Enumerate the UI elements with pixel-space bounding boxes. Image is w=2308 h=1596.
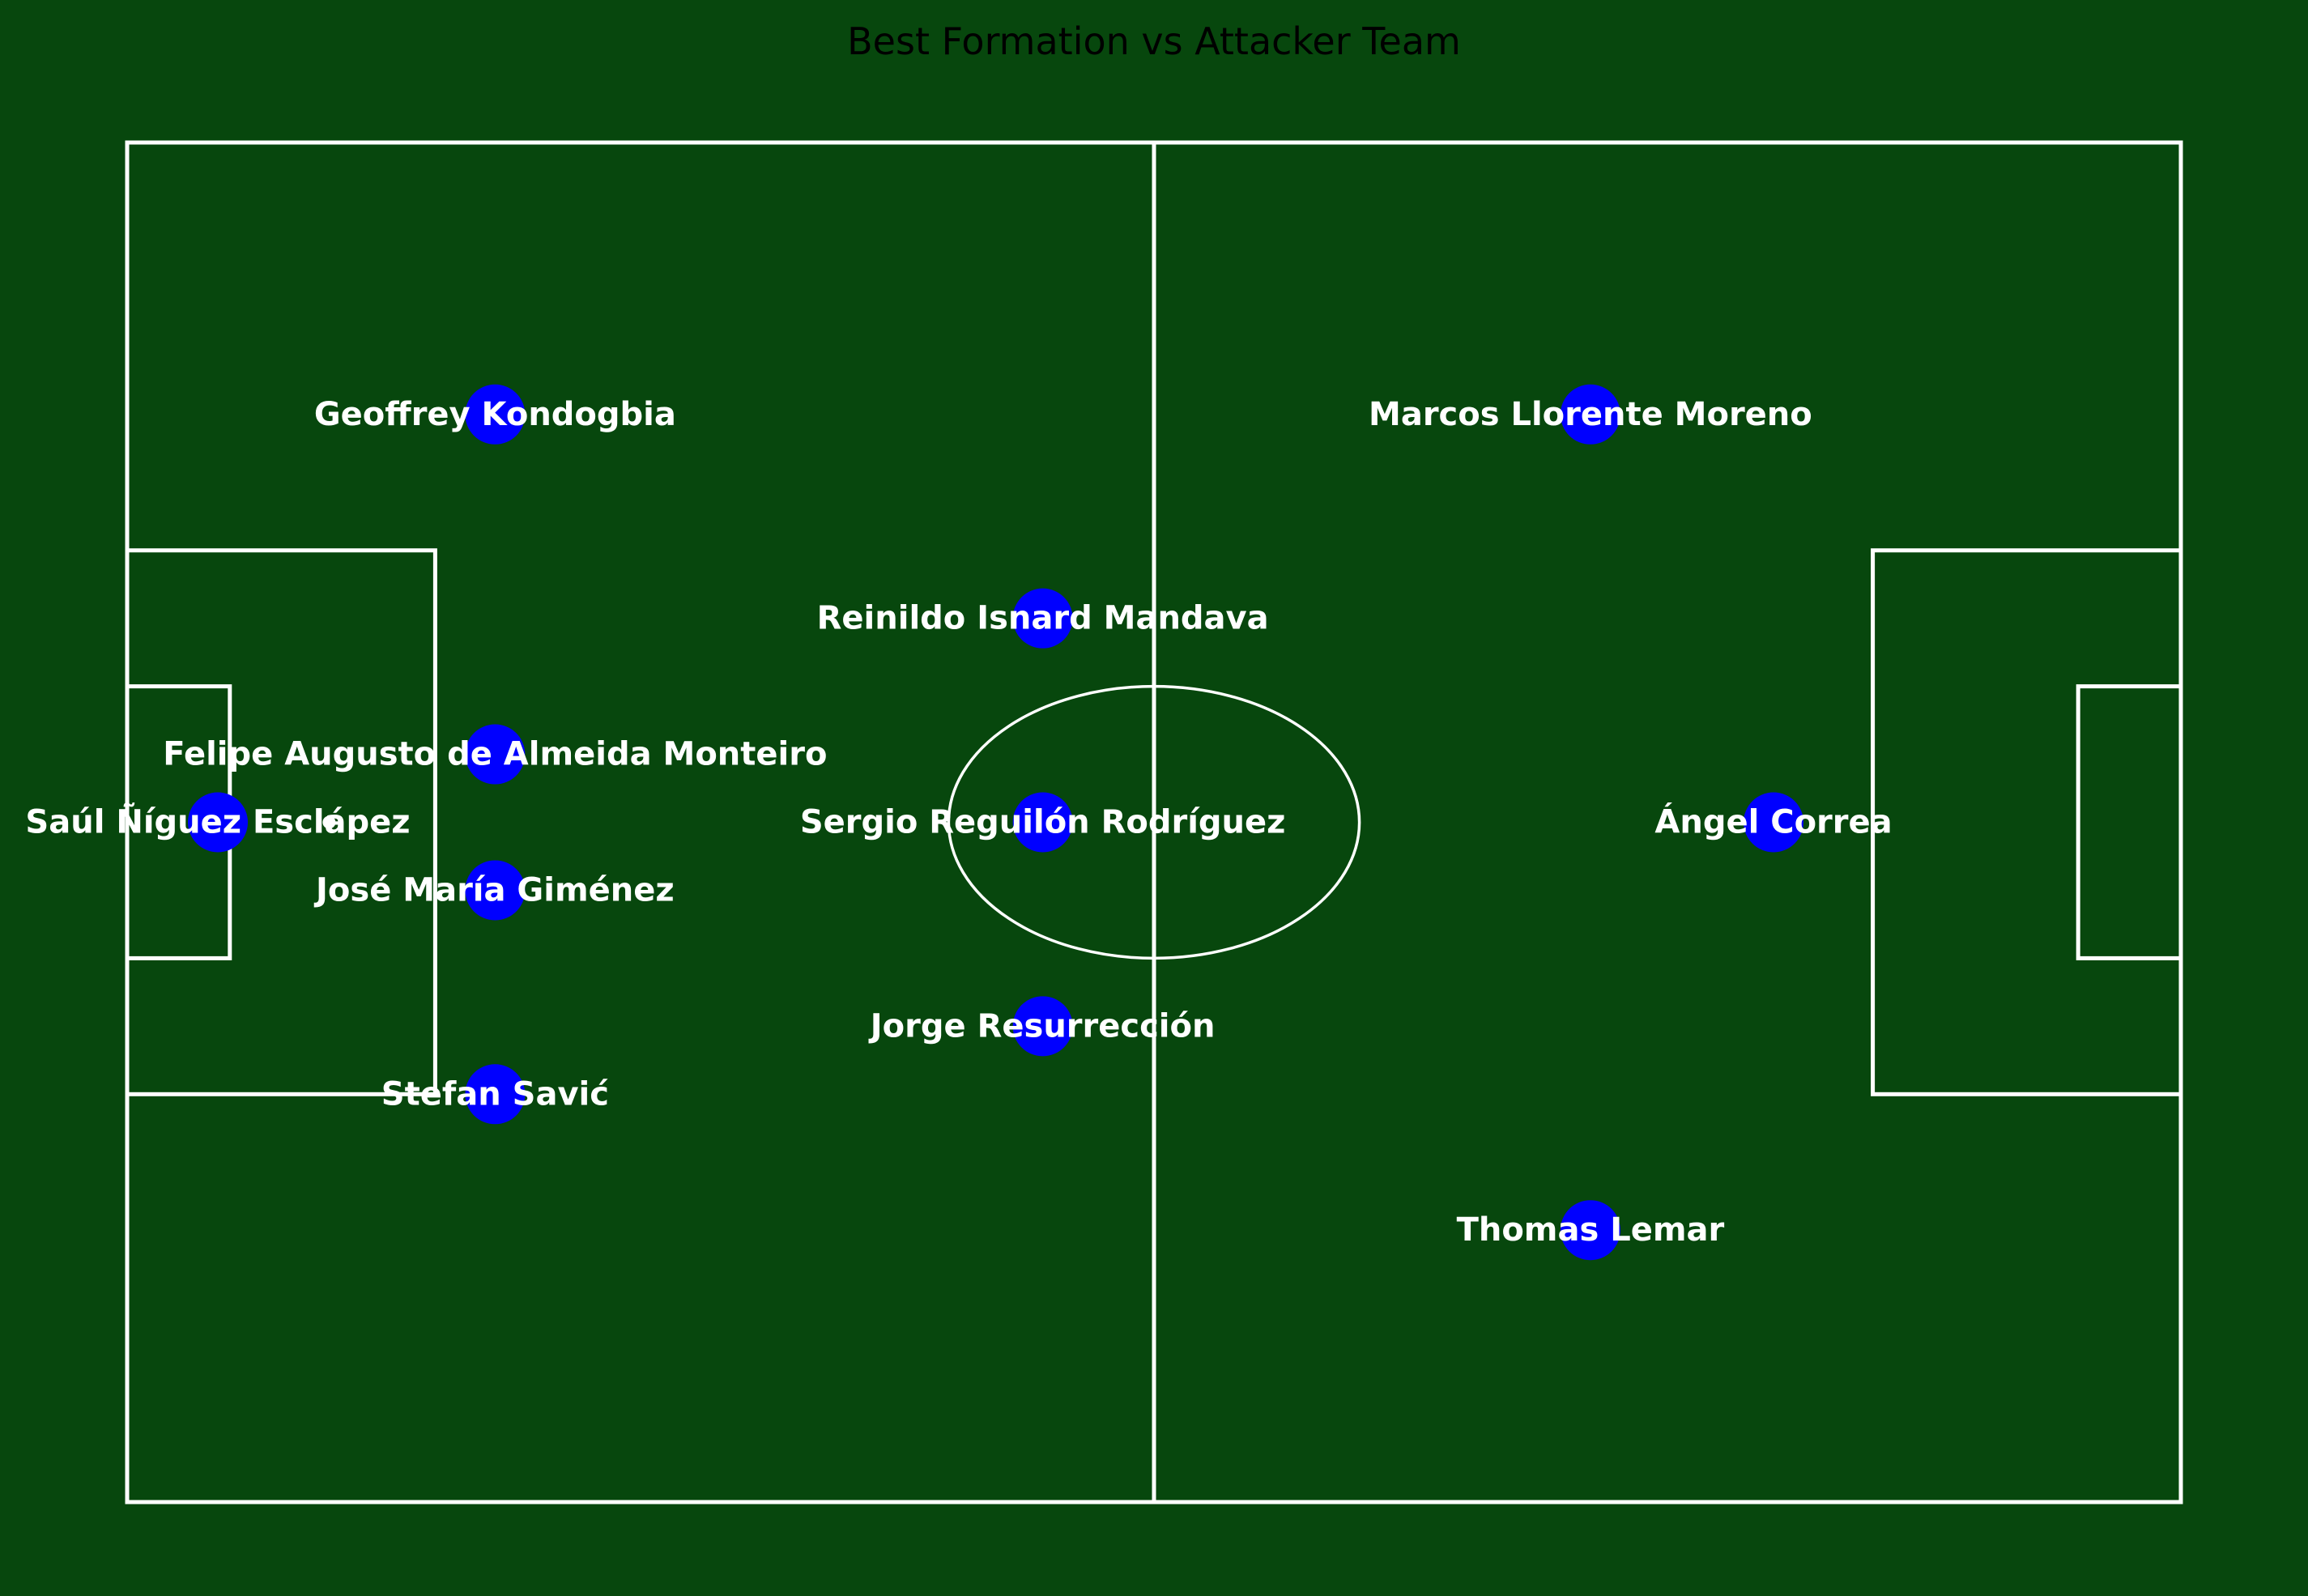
player-marker [1560,384,1620,445]
player-label: Saúl Ñíguez Esclápez [25,802,410,841]
chart-title: Best Formation vs Attacker Team [847,19,1461,63]
player-marker [188,792,249,853]
player-marker [465,860,526,921]
player-label: Jorge Resurrección [868,1007,1216,1045]
player-markers [188,384,1804,1261]
player-label: Marcos Llorente Moreno [1369,396,1812,433]
left-penalty-spot [322,815,336,829]
player-marker [1744,792,1804,853]
player-label: Thomas Lemar [1457,1211,1725,1249]
center-circle [947,684,1361,960]
pitch-lines [125,140,2183,1504]
player-label: José María Giménez [313,871,675,909]
right-six-yard-box [2076,684,2183,960]
player-marker [465,384,526,445]
player-marker [1012,996,1073,1057]
player-label: Geoffrey Kondogbia [314,396,676,433]
player-label: Stefan Savić [381,1075,609,1113]
player-label: Ángel Correa [1654,802,1892,841]
player-marker [1012,588,1073,649]
player-marker [1560,1200,1620,1261]
right-penalty-area [1871,548,2183,1096]
player-label: Reinildo Isnard Mandava [817,600,1269,637]
player-labels: Geoffrey Kondogbia Marcos Llorente Moreno… [25,396,1892,1249]
player-marker [465,1064,526,1125]
player-label: Sergio Reguilón Rodríguez [800,804,1286,841]
player-marker [465,724,526,785]
player-marker [1012,792,1073,853]
player-label: Felipe Augusto de Almeida Monteiro [163,736,827,773]
